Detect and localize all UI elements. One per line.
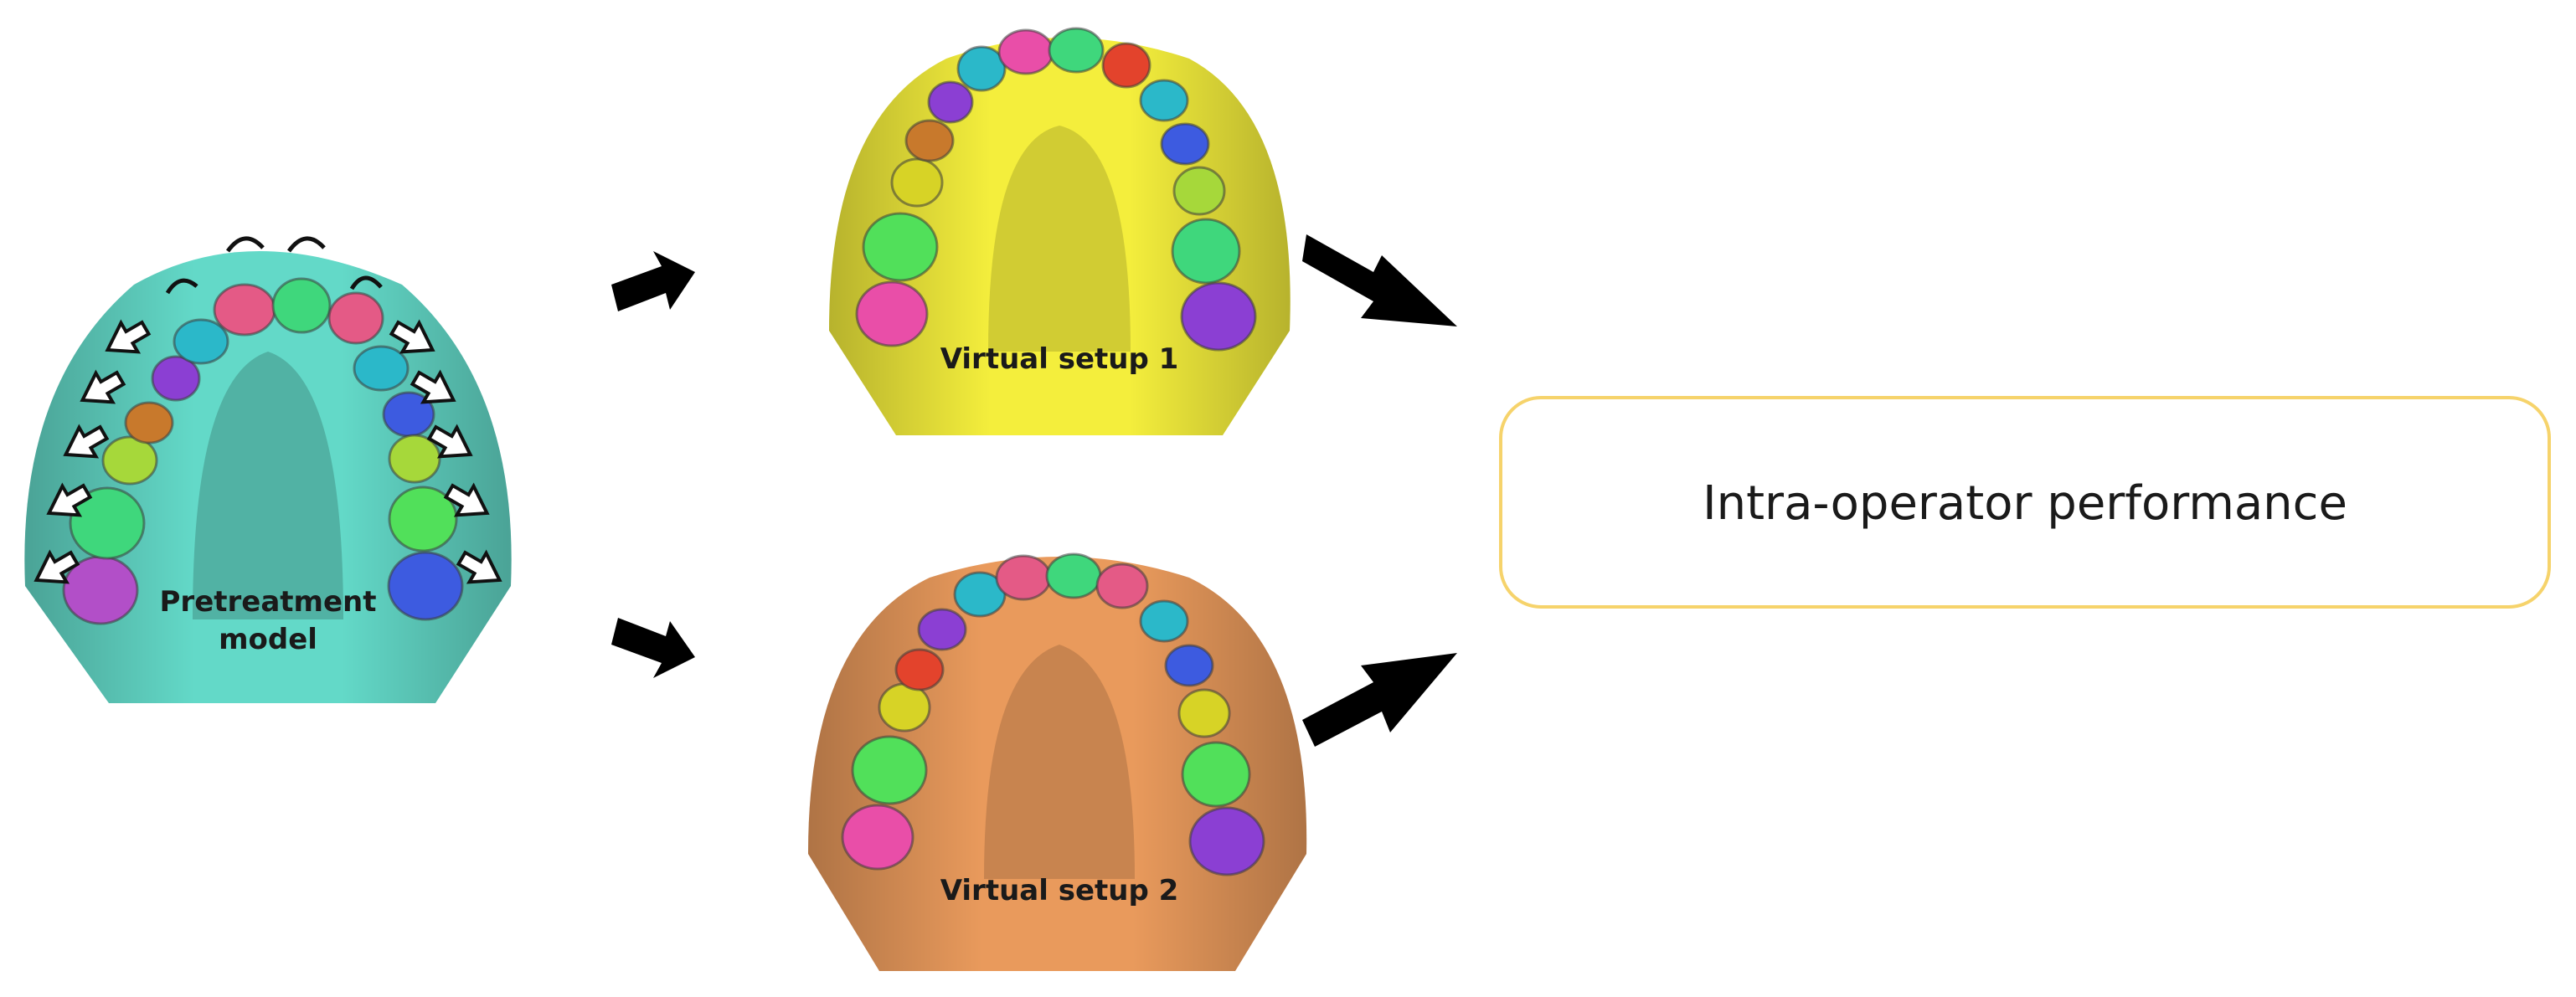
setup2-tooth [1188, 806, 1265, 876]
setup2-tooth [917, 608, 967, 651]
setup2-tooth [851, 735, 928, 805]
pretreatment-tooth [173, 318, 229, 365]
setup2-tooth [1177, 688, 1231, 738]
pretreatment-tooth [124, 401, 174, 445]
outline-arrow-icon [456, 549, 502, 584]
rotation-arrow-icon [165, 278, 198, 295]
setup1-tooth [1048, 27, 1105, 74]
setup2-label: Virtual setup 2 [940, 874, 1179, 907]
pretreatment-tooth [151, 355, 201, 402]
virtual-setup-2-model: Virtual setup 2 [808, 552, 1307, 971]
setup1-label: Virtual setup 1 [940, 342, 1179, 376]
setup1-tooth [1180, 281, 1257, 352]
arrow-setup1-to-result-icon [1302, 234, 1457, 326]
rotation-arrow-icon [349, 275, 383, 290]
setup2-tooth [995, 554, 1052, 601]
pretreatment-palate-vault [193, 352, 343, 619]
pretreatment-tooth [387, 551, 464, 621]
setup1-tooth [1160, 122, 1210, 166]
arrow-to-setup2-icon [611, 618, 695, 678]
flow-arrows [611, 234, 1457, 747]
setup2-tooth [1045, 552, 1102, 599]
pretreatment-tooth [327, 291, 384, 345]
setup2-tooth [841, 804, 914, 871]
setup2-tooth [1181, 741, 1251, 808]
rotation-arrow-icon [286, 236, 326, 253]
virtual-setup-1-model: Virtual setup 1 [829, 27, 1291, 435]
outline-arrow-icon [389, 319, 435, 354]
setup1-tooth [904, 119, 955, 162]
pretreatment-tooth [69, 486, 146, 560]
setup1-tooth [1139, 79, 1189, 122]
outline-arrow-icon [426, 424, 473, 459]
arrow-to-setup1-icon [611, 251, 695, 311]
setup1-tooth [862, 212, 939, 282]
setup1-tooth [1101, 42, 1151, 89]
outline-arrow-icon [46, 482, 93, 517]
pretreatment-label-line2: model [219, 623, 317, 656]
setup2-tooth [878, 682, 931, 732]
rotation-arrow-icon [225, 236, 265, 253]
result-box-frame [1499, 396, 2551, 609]
outline-arrow-icon [80, 369, 126, 404]
setup2-palate-vault [984, 645, 1135, 879]
pretreatment-teeth [62, 277, 464, 625]
setup1-tooth [1171, 218, 1241, 285]
result-label: Intra-operator performance [1703, 476, 2347, 531]
setup2-tooth [1095, 563, 1149, 609]
outline-arrow-icon [443, 482, 490, 517]
setup1-tooth [927, 80, 974, 124]
outline-arrow-icon [63, 424, 110, 459]
pretreatment-tooth [388, 434, 441, 484]
setup1-teeth [855, 27, 1257, 352]
arrow-setup2-to-result-icon [1302, 653, 1457, 747]
setup2-tooth [894, 648, 945, 691]
setup1-tooth [855, 280, 929, 347]
outline-arrow-icon [105, 319, 152, 354]
result-box: Intra-operator performance [1499, 396, 2551, 609]
setup1-tooth [997, 28, 1054, 75]
pretreatment-tooth [353, 345, 410, 392]
setup1-tooth [1172, 166, 1226, 216]
setup1-palate-vault [988, 126, 1131, 352]
outline-arrow-icon [33, 549, 80, 584]
pretreatment-movement-arrows [33, 319, 502, 584]
pretreatment-label-line1: Pretreatment [160, 585, 377, 619]
setup1-tooth [890, 157, 944, 208]
setup2-tooth [1139, 599, 1189, 643]
setup2-tooth [1164, 644, 1214, 687]
setup1-tooth [956, 45, 1007, 92]
pretreatment-tooth [213, 283, 276, 337]
setup2-teeth [841, 552, 1265, 876]
pretreatment-rotation-arrows [165, 236, 383, 295]
outline-arrow-icon [410, 369, 456, 404]
pretreatment-model: Pretreatment model [24, 236, 512, 703]
pretreatment-tooth [271, 277, 332, 334]
pretreatment-tooth [388, 486, 458, 552]
pretreatment-tooth [101, 435, 158, 486]
